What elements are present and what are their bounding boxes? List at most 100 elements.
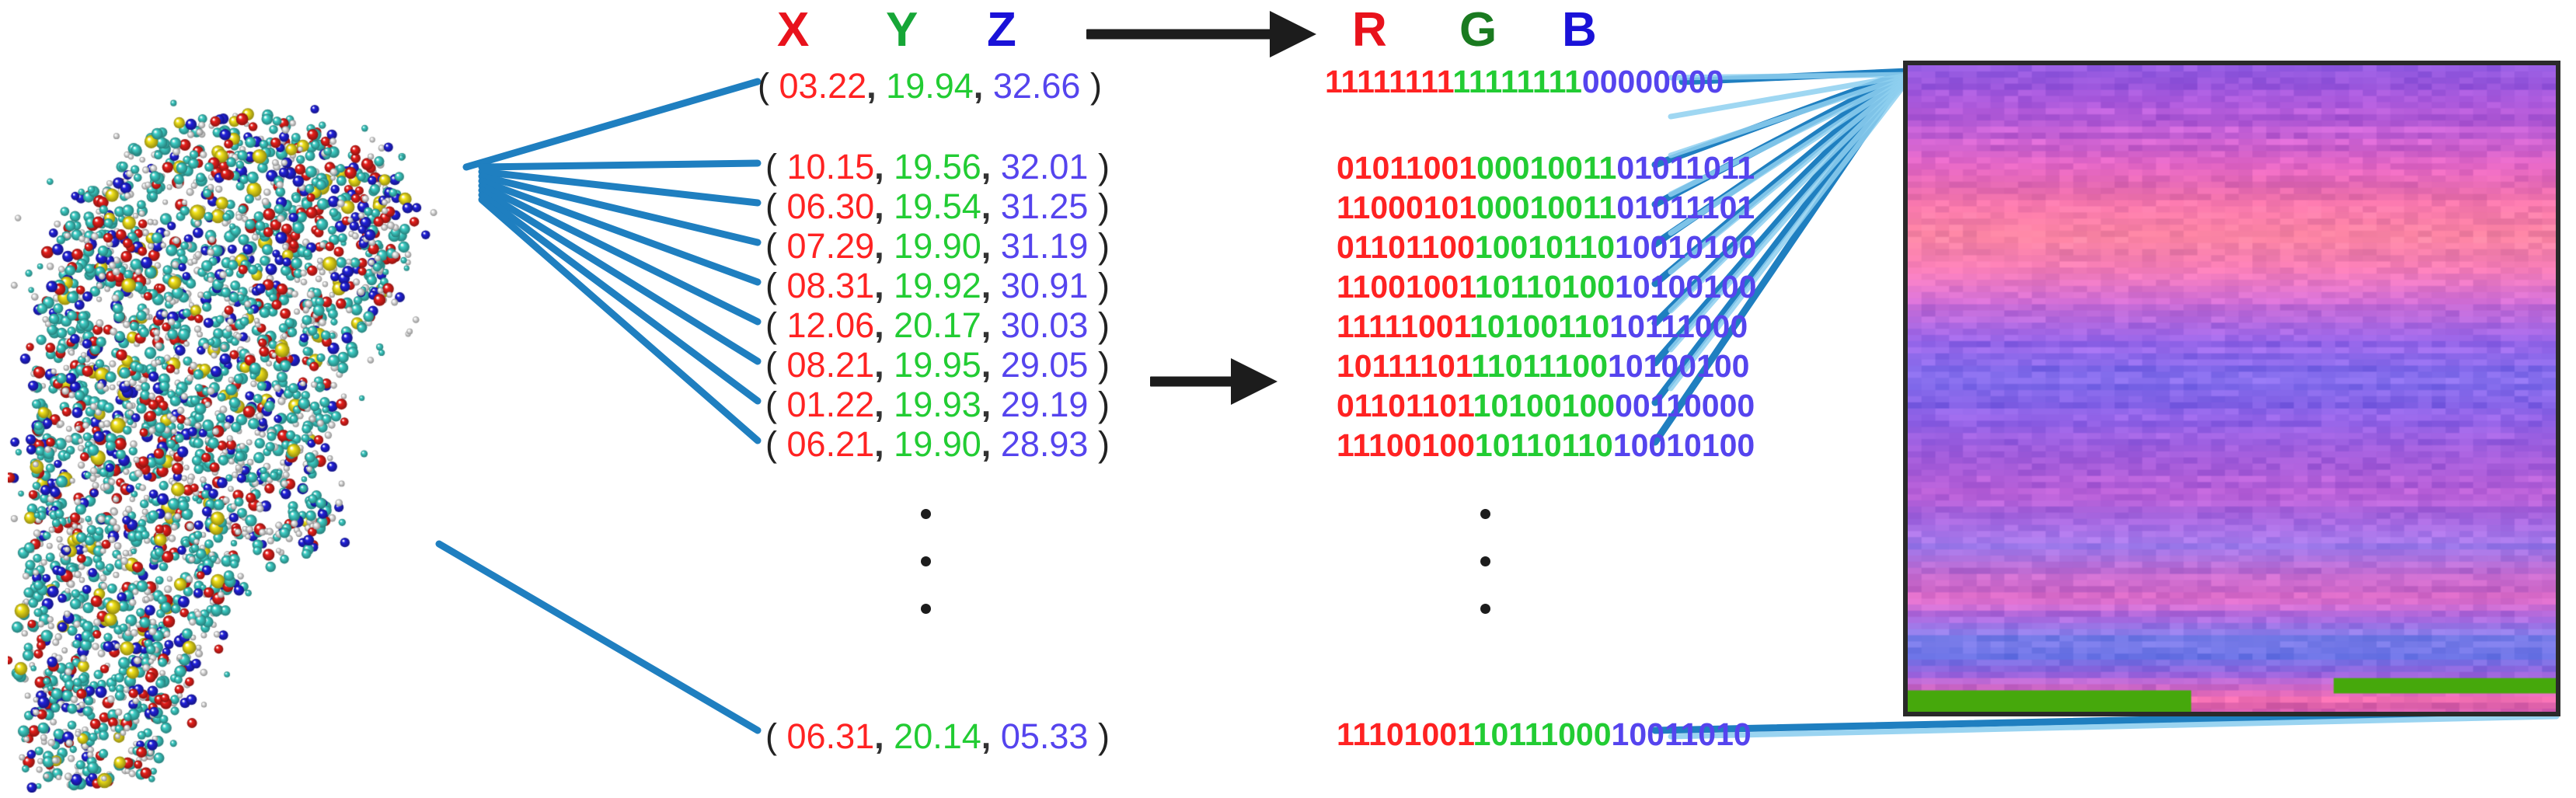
comma: , <box>874 147 884 186</box>
dot <box>921 604 931 614</box>
coord-z: 30.03 <box>1000 305 1089 345</box>
comma: , <box>874 385 884 424</box>
comma: , <box>874 186 884 226</box>
binary-r: 11000101 <box>1337 190 1477 225</box>
axis-header-z: Z <box>987 3 1016 57</box>
comma: , <box>981 345 992 385</box>
coord-x: 10.15 <box>786 147 875 186</box>
arrow-head <box>1270 11 1316 57</box>
binary-g: 10110100 <box>1474 269 1616 305</box>
coord-z: 30.91 <box>1000 266 1089 305</box>
open-paren: ( <box>758 66 769 106</box>
axis-header-y: Y <box>886 3 919 57</box>
coord-z: 31.19 <box>1000 226 1089 266</box>
arrow-head <box>1231 358 1278 405</box>
coord-z: 05.33 <box>1000 716 1089 756</box>
binary-row: 111001001011011010010100 <box>1337 430 1755 462</box>
binary-b: 10100100 <box>1615 269 1757 305</box>
binary-g: 11011100 <box>1471 348 1609 384</box>
comma: , <box>981 385 992 424</box>
channel-header-r: R <box>1352 3 1387 57</box>
close-paren: ) <box>1097 385 1110 424</box>
close-paren: ) <box>1097 424 1110 464</box>
coord-y: 20.17 <box>894 305 981 345</box>
binary-b: 10010100 <box>1612 427 1755 463</box>
coordinate-ellipsis <box>921 509 931 651</box>
coord-y: 19.95 <box>894 345 981 385</box>
coord-z: 29.05 <box>1000 345 1089 385</box>
open-paren: ( <box>765 716 777 756</box>
binary-b: 01011101 <box>1616 190 1755 225</box>
coordinate-row: ( 08.21, 19.95, 29.05 ) <box>765 347 1110 382</box>
binary-row: 101111011101110010100100 <box>1337 350 1749 382</box>
comma: , <box>981 266 992 305</box>
open-paren: ( <box>765 385 777 424</box>
coord-y: 19.93 <box>894 385 981 424</box>
binary-b: 00000000 <box>1581 64 1724 99</box>
dot <box>1480 509 1490 519</box>
open-paren: ( <box>765 345 777 385</box>
comma: , <box>981 186 992 226</box>
coordinate-row: ( 06.30, 19.54, 31.25 ) <box>765 189 1110 224</box>
binary-r: 01011001 <box>1337 150 1477 186</box>
binary-b: 01011011 <box>1616 150 1755 186</box>
open-paren: ( <box>765 147 777 186</box>
coord-x: 07.29 <box>786 226 875 266</box>
binary-r: 11001001 <box>1337 269 1475 305</box>
axis-header-x: X <box>777 3 810 57</box>
dot <box>921 509 931 519</box>
binary-g: 00010011 <box>1476 150 1617 186</box>
binary-b: 10011010 <box>1611 716 1752 752</box>
binary-ellipsis <box>1480 509 1490 651</box>
binary-g: 10111000 <box>1473 716 1612 752</box>
coord-z: 29.19 <box>1000 385 1089 424</box>
coordinate-row: ( 01.22, 19.93, 29.19 ) <box>765 387 1110 422</box>
open-paren: ( <box>765 424 777 464</box>
channel-header-g: G <box>1459 3 1497 57</box>
dot <box>921 556 931 566</box>
binary-row: 110001010001001101011101 <box>1337 192 1755 224</box>
coord-y: 19.90 <box>894 424 981 464</box>
binary-r: 11100100 <box>1337 427 1475 463</box>
coordinate-row: ( 07.29, 19.90, 31.19 ) <box>765 228 1110 263</box>
coord-x: 08.21 <box>786 345 875 385</box>
coord-z: 28.93 <box>1000 424 1089 464</box>
comma: , <box>973 66 984 106</box>
coord-x: 12.06 <box>786 305 875 345</box>
binary-g: 11111111 <box>1452 64 1582 99</box>
coordinate-row-bottom: ( 06.31, 20.14, 05.33 ) <box>765 719 1110 754</box>
coord-y: 19.94 <box>886 66 974 106</box>
comma: , <box>874 266 884 305</box>
dot <box>1480 604 1490 614</box>
coord-y: 19.54 <box>894 186 981 226</box>
comma: , <box>981 147 992 186</box>
binary-row-top: 111111111111111100000000 <box>1325 66 1724 98</box>
close-paren: ) <box>1097 186 1110 226</box>
binary-row: 010110010001001101011011 <box>1337 152 1755 184</box>
binary-r: 11101001 <box>1337 716 1473 752</box>
comma: , <box>874 305 884 345</box>
open-paren: ( <box>765 305 777 345</box>
binary-row-bottom: 111010011011100010011010 <box>1337 719 1752 751</box>
close-paren: ) <box>1097 305 1110 345</box>
coord-x: 06.31 <box>786 716 875 756</box>
close-paren: ) <box>1097 226 1110 266</box>
binary-r: 01101101 <box>1337 388 1473 423</box>
coordinate-row: ( 12.06, 20.17, 30.03 ) <box>765 308 1110 343</box>
binary-g: 00010011 <box>1476 190 1617 225</box>
binary-r: 10111101 <box>1337 348 1472 384</box>
binary-g: 10100100 <box>1473 388 1616 423</box>
coord-y: 19.92 <box>894 266 981 305</box>
comma: , <box>981 716 992 756</box>
binary-row: 011011011010010000110000 <box>1337 390 1755 422</box>
binary-g: 10100110 <box>1469 308 1610 344</box>
comma: , <box>981 305 992 345</box>
coord-y: 19.90 <box>894 226 981 266</box>
comma: , <box>866 66 877 106</box>
coordinate-row-top: ( 03.22, 19.94, 32.66 ) <box>758 68 1102 103</box>
comma: , <box>874 424 884 464</box>
coord-z: 31.25 <box>1000 186 1089 226</box>
coord-y: 19.56 <box>894 147 981 186</box>
binary-row: 110010011011010010100100 <box>1337 271 1756 303</box>
